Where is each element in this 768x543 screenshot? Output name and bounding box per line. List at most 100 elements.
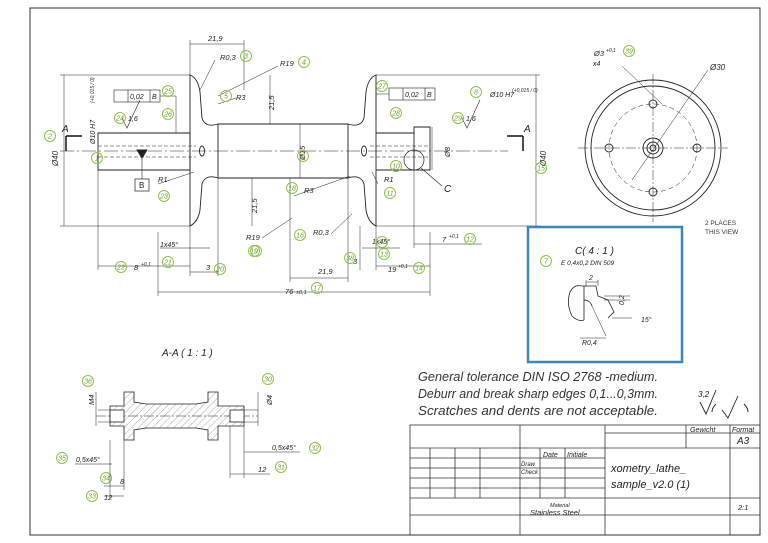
balloon-circle-38 <box>344 252 356 264</box>
detail-title: C( 4 : 1 ) <box>575 246 614 257</box>
detail-dim-0-2: 0,2 <box>619 295 626 305</box>
detail-subtitle: E 0,4x0,2 DIN 509 <box>561 260 614 267</box>
datum-b-label: B <box>139 181 144 190</box>
section-chamfer-right: 0,5x45° <box>272 444 296 452</box>
dim-d10-h7-left: Ø10 H7 <box>90 119 97 145</box>
detail-dim-2: 2 <box>588 275 593 282</box>
balloon-circle-39 <box>623 45 635 57</box>
balloon-circle-23 <box>158 190 170 202</box>
section-chamfer-left: 0,5x45° <box>76 456 100 464</box>
tb-title-2: sample_v2.0 (1) <box>611 479 690 491</box>
balloon-number-22: 22 <box>116 265 125 272</box>
balloon-circle-25 <box>162 85 174 97</box>
balloon-circle-32 <box>309 442 321 454</box>
dim-19-tol: +0,1 <box>398 264 408 270</box>
tol-datum-left: B <box>152 94 157 101</box>
balloon-circle-21 <box>162 256 174 268</box>
dim-r19-top: R19 <box>280 59 295 68</box>
roughness-value: 3,2 <box>698 390 710 399</box>
balloon-circle-12 <box>464 233 476 245</box>
tb-initiale: Initiale <box>567 452 587 459</box>
dim-19: 19 <box>388 265 397 274</box>
tol-datum-right: B <box>427 92 432 99</box>
tol-0-02-right: 0,02 <box>405 92 419 99</box>
balloon-number-37: 37 <box>378 240 387 247</box>
balloon-circle-18 <box>286 182 298 194</box>
section-dim-12-left: 12 <box>104 493 113 502</box>
balloon-number-13: 13 <box>380 252 388 259</box>
balloon-number-5: 5 <box>224 94 228 101</box>
section-a-left-label: A <box>61 124 69 135</box>
balloon-number-6: 6 <box>301 154 305 161</box>
balloon-number-11: 11 <box>386 191 393 198</box>
balloon-circle-8 <box>470 86 482 98</box>
tb-material-label: Material <box>550 503 570 509</box>
section-view <box>75 391 300 498</box>
dim-r0-3-top: R0,3 <box>220 53 237 62</box>
balloon-circle-30 <box>262 373 274 385</box>
balloon-number-21: 21 <box>163 260 172 267</box>
balloon-circle-24 <box>114 112 126 124</box>
tb-draw: Draw <box>521 462 536 468</box>
dim-d10-h7-right-tol: (+0,015 / 0) <box>512 88 538 94</box>
dim-d10-h7-right: Ø10 H7 <box>489 92 515 99</box>
balloon-circle-1 <box>91 152 103 164</box>
balloon-circle-10 <box>390 160 402 172</box>
rough-1-6-right: 1,6 <box>466 116 476 123</box>
title-block <box>409 424 761 536</box>
dim-21-5-top: 21,5 <box>267 95 276 111</box>
balloon-circle-27 <box>376 80 388 92</box>
tb-gewicht: Gewicht <box>690 427 716 434</box>
dim-r0-3-bottom: R0,3 <box>313 228 330 237</box>
balloon-number-35: 35 <box>58 456 66 463</box>
balloon-circle-28 <box>390 107 402 119</box>
end-view-labels: Ø3 +0,1 x4 Ø30 2 PLACES THIS VIEW <box>592 48 739 236</box>
dim-r3-top: R3 <box>236 93 246 102</box>
section-dim-12-right: 12 <box>258 465 267 474</box>
balloon-circle-19 <box>248 245 260 257</box>
balloon-number-2: 2 <box>47 134 52 141</box>
dim-8-tol: +0,1 <box>141 262 151 268</box>
balloon-number-20: 20 <box>215 267 224 274</box>
balloon-number-25: 25 <box>163 89 172 96</box>
balloon-number-1: 1 <box>95 156 99 163</box>
balloon-number-3: 3 <box>244 54 248 61</box>
balloon-number-36: 36 <box>84 379 92 386</box>
balloon-circle-37 <box>376 236 388 248</box>
end-hole-label: Ø3 <box>593 49 605 58</box>
section-labels: M4 Ø4 0,5x45° 0,5x45° 8 12 12 <box>76 395 296 502</box>
dim-8: 8 <box>134 263 139 272</box>
detail-frame <box>526 225 684 364</box>
balloon-number-30: 30 <box>264 377 272 384</box>
main-view <box>60 40 540 296</box>
dim-d8: Ø8 <box>443 146 452 158</box>
balloon-circle-36 <box>82 375 94 387</box>
balloon-circle-35 <box>56 452 68 464</box>
balloon-number-19: 19 <box>250 249 258 256</box>
balloon-circle-4 <box>298 56 310 68</box>
balloon-circle-6 <box>297 150 309 162</box>
sheet-border <box>29 7 761 536</box>
tb-check: Check <box>521 470 539 476</box>
balloon-number-12: 12 <box>466 237 474 244</box>
balloon-circle-26 <box>162 108 174 120</box>
rough-1-6-left: 1,6 <box>128 116 138 123</box>
balloon-circle-20 <box>214 263 226 275</box>
dim-3-left: 3 <box>206 263 211 272</box>
balloon-number-9: 9 <box>254 249 258 256</box>
balloon-number-27: 27 <box>377 84 387 91</box>
balloon-circle-3 <box>240 50 252 62</box>
balloon-number-18: 18 <box>288 186 296 193</box>
dim-d10-h7-left-tol: (+0,015 / 0) <box>90 77 96 103</box>
dim-chamfer-right: 1x45° <box>372 238 390 246</box>
balloon-number-38: 38 <box>346 256 354 263</box>
balloon-number-8: 8 <box>474 90 478 97</box>
dim-76: 76 <box>285 287 294 296</box>
dim-21-5-bottom: 21,5 <box>250 198 259 214</box>
dim-r1-right: R1 <box>384 175 394 184</box>
detail-c-label: C <box>444 184 452 195</box>
balloon-number-23: 23 <box>159 194 168 201</box>
balloon-circle-13 <box>378 248 390 260</box>
dim-21-9-bottom: 21,9 <box>317 267 333 276</box>
